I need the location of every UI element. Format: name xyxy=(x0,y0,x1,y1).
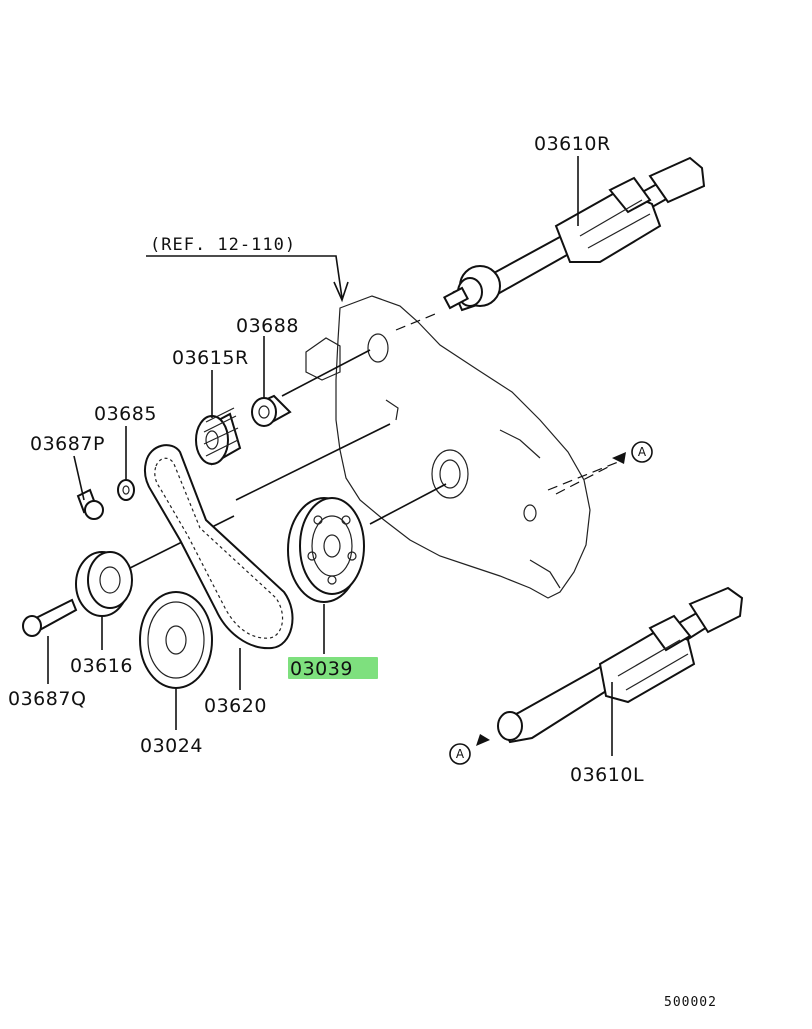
housing xyxy=(305,295,591,599)
label-washer[interactable]: 03685 xyxy=(94,403,157,425)
arrow-marker-right: A xyxy=(612,441,653,464)
label-bolt-q[interactable]: 03687Q xyxy=(8,688,86,710)
arrow-marker-label: A xyxy=(456,747,465,761)
figure-number: 500002 xyxy=(664,995,717,1010)
leader-lines xyxy=(47,156,613,756)
reference-label: (REF. 12-110) xyxy=(150,235,296,255)
highlight-box xyxy=(288,657,378,679)
label-belt[interactable]: 03620 xyxy=(204,695,267,717)
washer-part[interactable] xyxy=(117,479,135,501)
label-shaft-right[interactable]: 03610R xyxy=(534,133,611,155)
label-tensioner[interactable]: 03616 xyxy=(70,655,133,677)
label-spacer[interactable]: 03688 xyxy=(236,315,299,337)
label-bolt-p[interactable]: 03687P xyxy=(30,433,105,455)
shaft-left-part[interactable] xyxy=(497,586,744,744)
bolt-q-part[interactable] xyxy=(22,598,78,637)
part-labels: (REF. 12-110) 03610R 03688 03615R 03685 … xyxy=(8,133,717,1010)
arrow-marker-label: A xyxy=(638,445,647,459)
small-sprocket-part[interactable] xyxy=(195,407,242,466)
label-pulley[interactable]: 03024 xyxy=(140,735,203,757)
bolt-p-part[interactable] xyxy=(76,488,104,520)
arrow-marker-left: A xyxy=(449,734,490,765)
label-large-sprocket[interactable]: 03039 xyxy=(290,658,353,680)
tensioner-part[interactable] xyxy=(75,551,133,617)
pulley-part[interactable] xyxy=(139,591,213,689)
shaft-right-part[interactable] xyxy=(443,156,706,312)
label-shaft-left[interactable]: 03610L xyxy=(570,764,644,786)
large-sprocket-part[interactable] xyxy=(287,497,365,603)
label-small-sprocket[interactable]: 03615R xyxy=(172,347,249,369)
spacer-part[interactable] xyxy=(251,394,292,427)
timing-belt-part[interactable] xyxy=(143,444,294,650)
